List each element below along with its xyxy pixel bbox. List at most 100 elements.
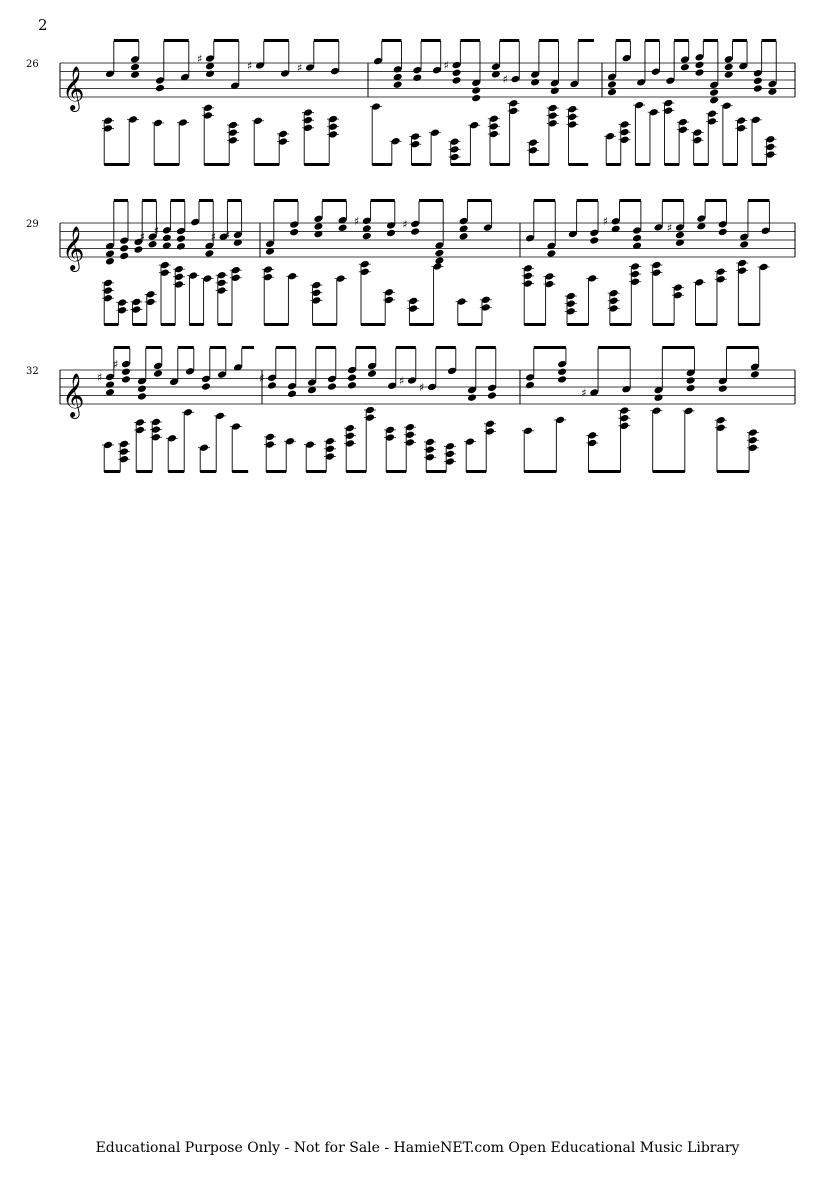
- note-head: [472, 79, 481, 86]
- note-head: [130, 63, 140, 71]
- beam: [232, 470, 249, 473]
- note-head: [393, 66, 402, 73]
- note-head: [447, 367, 457, 375]
- note-head: [459, 225, 468, 232]
- beam: [273, 199, 298, 202]
- staff-system-2: 29 𝄞♯♯♯♯♯♯♯♯: [0, 199, 835, 368]
- note-head: [622, 54, 631, 62]
- note-head: [695, 69, 704, 76]
- note-head: [105, 389, 115, 396]
- note-head: [547, 242, 556, 250]
- beam: [652, 470, 685, 473]
- beam: [435, 346, 456, 349]
- beam: [304, 163, 330, 166]
- note-head: [697, 215, 706, 222]
- beam: [761, 39, 777, 42]
- beam: [322, 199, 347, 202]
- beam: [524, 470, 557, 473]
- note-head: [314, 230, 323, 238]
- note-head: [452, 61, 461, 69]
- beam: [533, 346, 566, 349]
- beam: [254, 163, 280, 166]
- treble-clef-icon: 𝄞: [62, 226, 84, 272]
- note-head: [233, 239, 242, 246]
- note-head: [525, 381, 535, 389]
- note-head: [590, 389, 599, 396]
- page-number: 2: [38, 16, 48, 34]
- beam: [370, 199, 395, 202]
- note-head: [710, 97, 719, 104]
- sharp-icon: ♯: [581, 386, 586, 399]
- beam: [168, 470, 185, 473]
- note-head: [307, 386, 317, 394]
- note-head: [265, 240, 275, 247]
- note-head: [740, 233, 749, 240]
- beam: [170, 199, 185, 202]
- sharp-icon: ♯: [444, 59, 449, 72]
- note-head: [280, 70, 290, 77]
- beam: [576, 199, 599, 202]
- beam: [104, 163, 130, 166]
- note-head: [654, 386, 663, 394]
- beam: [275, 346, 296, 349]
- note-head: [739, 62, 748, 70]
- beam: [752, 163, 767, 166]
- note-head: [327, 383, 337, 390]
- note-head: [155, 84, 165, 92]
- beam: [355, 346, 376, 349]
- beam: [499, 39, 520, 42]
- note-head: [607, 73, 617, 80]
- note-head: [205, 55, 215, 62]
- beam: [732, 39, 748, 42]
- beam: [200, 470, 217, 473]
- beam: [361, 323, 386, 326]
- beam: [315, 346, 336, 349]
- beam: [695, 323, 717, 326]
- beam: [313, 39, 339, 42]
- note-head: [675, 239, 684, 246]
- note-head: [525, 374, 535, 381]
- beam: [241, 346, 254, 349]
- note-head: [491, 63, 500, 70]
- sharp-icon: ♯: [154, 224, 159, 237]
- note-head: [176, 227, 186, 235]
- note-head: [483, 224, 492, 231]
- note-head: [137, 377, 147, 385]
- treble-clef-icon: 𝄞: [62, 66, 84, 112]
- note-head: [724, 63, 733, 71]
- beam: [460, 39, 480, 42]
- note-head: [654, 394, 663, 401]
- note-head: [413, 74, 422, 81]
- note-head: [130, 71, 140, 78]
- note-head: [427, 383, 437, 391]
- note-head: [611, 225, 620, 233]
- beam: [490, 163, 510, 166]
- beam: [703, 39, 718, 42]
- beam: [705, 199, 727, 202]
- staff-system-1: 26 𝄞♯♯♯♯♯: [0, 39, 835, 200]
- note-head: [558, 360, 567, 368]
- beam: [204, 163, 230, 166]
- beam: [104, 323, 119, 326]
- beam: [466, 470, 487, 473]
- note-head: [219, 233, 228, 240]
- note-head: [718, 221, 727, 228]
- note-head: [105, 258, 115, 265]
- beam: [457, 323, 482, 326]
- beam: [747, 199, 770, 202]
- note-head: [697, 223, 706, 230]
- note-head: [558, 368, 567, 375]
- note-head: [330, 67, 340, 75]
- note-head: [452, 69, 461, 76]
- note-head: [393, 81, 402, 88]
- note-head: [121, 360, 131, 368]
- note-head: [435, 242, 444, 249]
- note-head: [137, 393, 147, 400]
- note-head: [768, 88, 777, 95]
- note-head: [230, 82, 240, 89]
- beam: [136, 470, 153, 473]
- note-head: [105, 70, 115, 77]
- note-head: [590, 229, 599, 236]
- note-head: [148, 233, 157, 240]
- note-head: [265, 248, 275, 255]
